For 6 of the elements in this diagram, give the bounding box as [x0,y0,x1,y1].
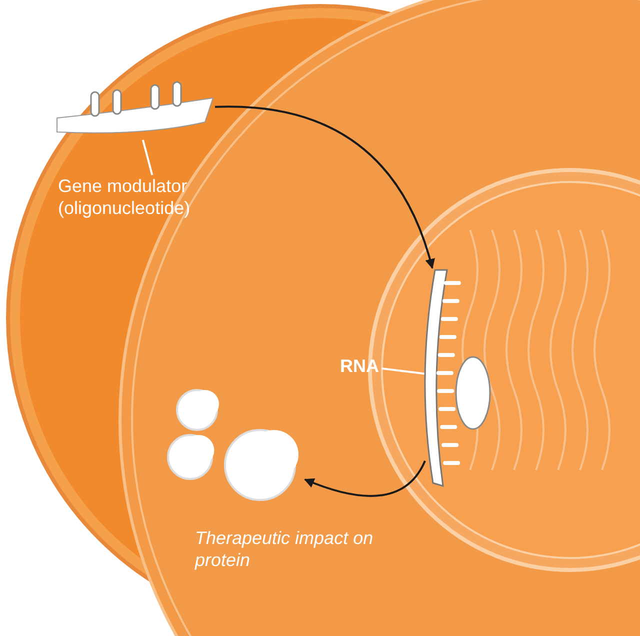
callout-label: Therapeutic impact on protein [195,527,415,571]
callout-label: Gene modulator (oligonucleotide) [58,175,258,219]
callout-label: RNA [340,355,382,377]
arrow [304,460,426,497]
leader-line [142,140,154,176]
arrow [215,106,435,269]
